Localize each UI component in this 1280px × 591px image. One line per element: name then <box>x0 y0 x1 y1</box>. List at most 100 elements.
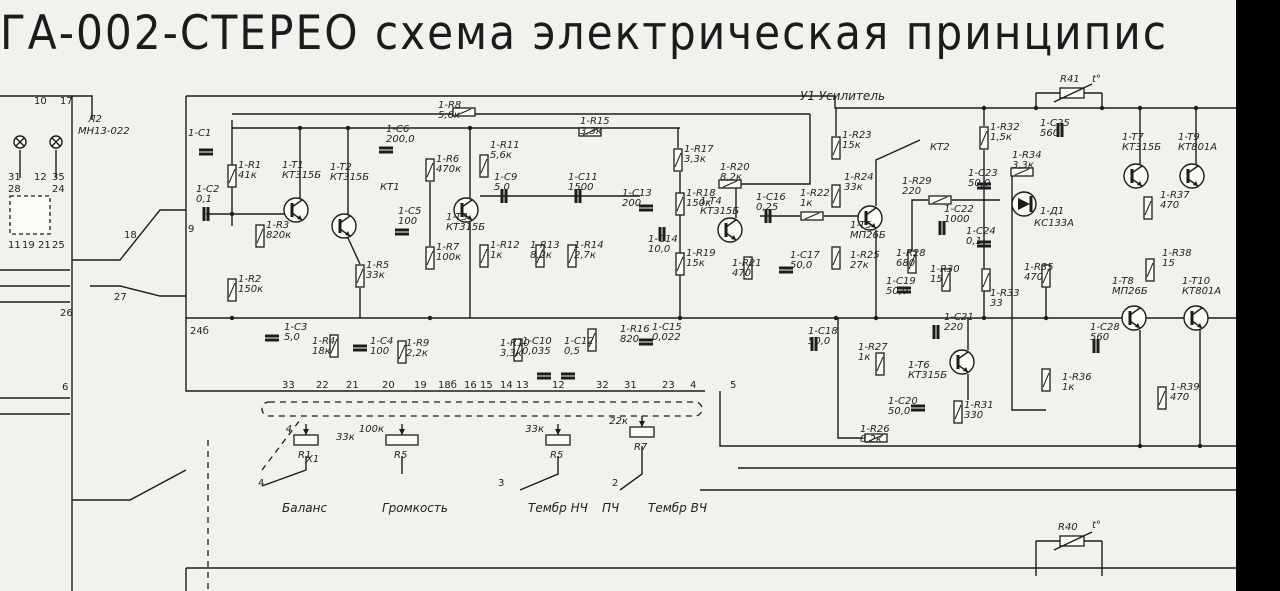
capacitor-value: 0,1 <box>196 194 212 205</box>
transistor-collector <box>1191 307 1203 316</box>
junction-dot <box>1137 105 1143 111</box>
transistor-ref: 1-T1 <box>282 160 304 171</box>
resistor <box>227 164 237 188</box>
resistor-value: 3,3к <box>500 348 522 359</box>
junction-dot <box>981 105 987 111</box>
resistor-mark <box>832 140 840 156</box>
resistor <box>1143 196 1153 220</box>
capacitor-value: 50,0 <box>968 178 990 189</box>
lamp-type: МН13-022 <box>78 126 130 137</box>
emitter-arrow <box>871 223 876 228</box>
transistor-ref: 1-T5 <box>850 220 872 231</box>
capacitor <box>395 228 409 236</box>
capacitor <box>1056 123 1064 137</box>
treble-pot <box>629 416 655 438</box>
capacitor-ref: 1-C15 <box>652 322 682 333</box>
resistor-value: 3,3к <box>684 154 706 165</box>
transistor-type: КТ315Б <box>908 370 947 381</box>
capacitor-value: 100 <box>398 216 417 227</box>
resistor-mark <box>426 162 434 178</box>
resistor <box>355 264 365 288</box>
signal-wire <box>347 237 361 265</box>
resistor-ref: 1-R1 <box>238 160 261 171</box>
lamp-cross <box>15 137 25 147</box>
diode-type: КС133А <box>1034 218 1074 229</box>
resistor-value: 3,3к <box>1012 160 1034 171</box>
resistor-ref: 1-R14 <box>574 240 604 251</box>
resistor-value: 2,7к <box>574 250 596 261</box>
resistor-ref: 1-R8 <box>438 100 461 111</box>
resistor-mark <box>832 250 840 266</box>
resistor-ref: 1-R18 <box>686 188 716 199</box>
node-number: 35 <box>52 172 65 183</box>
resistor-mark <box>876 356 884 372</box>
resistor <box>227 278 237 302</box>
resistor <box>479 244 489 268</box>
pot-body <box>545 434 571 446</box>
resistor-value: 8,2к <box>530 250 552 261</box>
resistor <box>718 179 742 189</box>
node-number: 31 <box>8 172 21 183</box>
node-number: 9 <box>188 224 194 235</box>
resistor-value: 8,2к <box>860 434 882 445</box>
transistor-collector <box>1131 165 1143 174</box>
junction-dot <box>677 315 683 321</box>
capacitor <box>574 189 582 203</box>
resistor-mark <box>980 130 988 146</box>
capacitor-value: 560 <box>1040 128 1059 139</box>
resistor-ref: 1-R13 <box>530 240 560 251</box>
junction-dot <box>981 315 987 321</box>
capacitor-value: 560 <box>1090 332 1109 343</box>
capacitor <box>379 146 393 154</box>
capacitor-value: 50,0 <box>886 286 908 297</box>
junction-dot <box>833 315 839 321</box>
junction-dot <box>1197 443 1203 449</box>
capacitor-ref: 1-C6 <box>386 124 409 135</box>
capacitor <box>199 148 213 156</box>
resistor-ref: 1-R27 <box>858 342 888 353</box>
resistor <box>452 107 476 117</box>
connector-wire <box>0 95 93 120</box>
resistor-ref: 1-R4 <box>312 336 335 347</box>
resistor-mark <box>1042 372 1050 388</box>
resistor <box>875 352 885 376</box>
node-number: 21 <box>346 380 359 391</box>
node-number: 19 <box>22 240 35 251</box>
resistor <box>1157 386 1167 410</box>
testpoint-kt2: КТ2 <box>930 142 950 153</box>
node-number: 18б <box>438 380 457 391</box>
resistor-mark <box>676 196 684 212</box>
pot-arrow <box>639 421 645 427</box>
lamp-symbol <box>13 135 27 149</box>
resistor-ref: 1-R24 <box>844 172 874 183</box>
capacitor <box>977 240 991 248</box>
resistor <box>1041 264 1051 288</box>
transistor-type: КТ801А <box>1178 142 1217 153</box>
resistor <box>425 158 435 182</box>
junction-dot <box>1033 105 1039 111</box>
control-lead <box>261 456 307 487</box>
capacitor-value: 220 <box>944 322 963 333</box>
junction-dot <box>345 125 351 131</box>
resistor-value: 470 <box>732 268 751 279</box>
resistor <box>479 154 489 178</box>
node-number: 10 <box>34 96 47 107</box>
resistor <box>513 338 523 362</box>
capacitor-ref: 1-C24 <box>966 226 996 237</box>
capacitor <box>537 372 551 380</box>
junction-dot <box>467 125 473 131</box>
transistor-collector <box>725 219 737 228</box>
capacitor-ref: 1-C22 <box>944 204 974 215</box>
resistor <box>831 246 841 270</box>
bass-pot <box>545 424 571 446</box>
resistor-mark <box>514 342 522 358</box>
resistor-ref: 1-R37 <box>1160 190 1190 201</box>
capacitor-value: 200 <box>622 198 641 209</box>
pot-ref: R1 <box>298 450 311 461</box>
resistor-ref: 1-R5 <box>366 260 389 271</box>
transistor <box>857 205 883 231</box>
transistor-type: МП26Б <box>850 230 886 241</box>
capacitor-value: 0,022 <box>652 332 681 343</box>
capacitor-ref: 1-C19 <box>886 276 916 287</box>
capacitor <box>639 204 653 212</box>
